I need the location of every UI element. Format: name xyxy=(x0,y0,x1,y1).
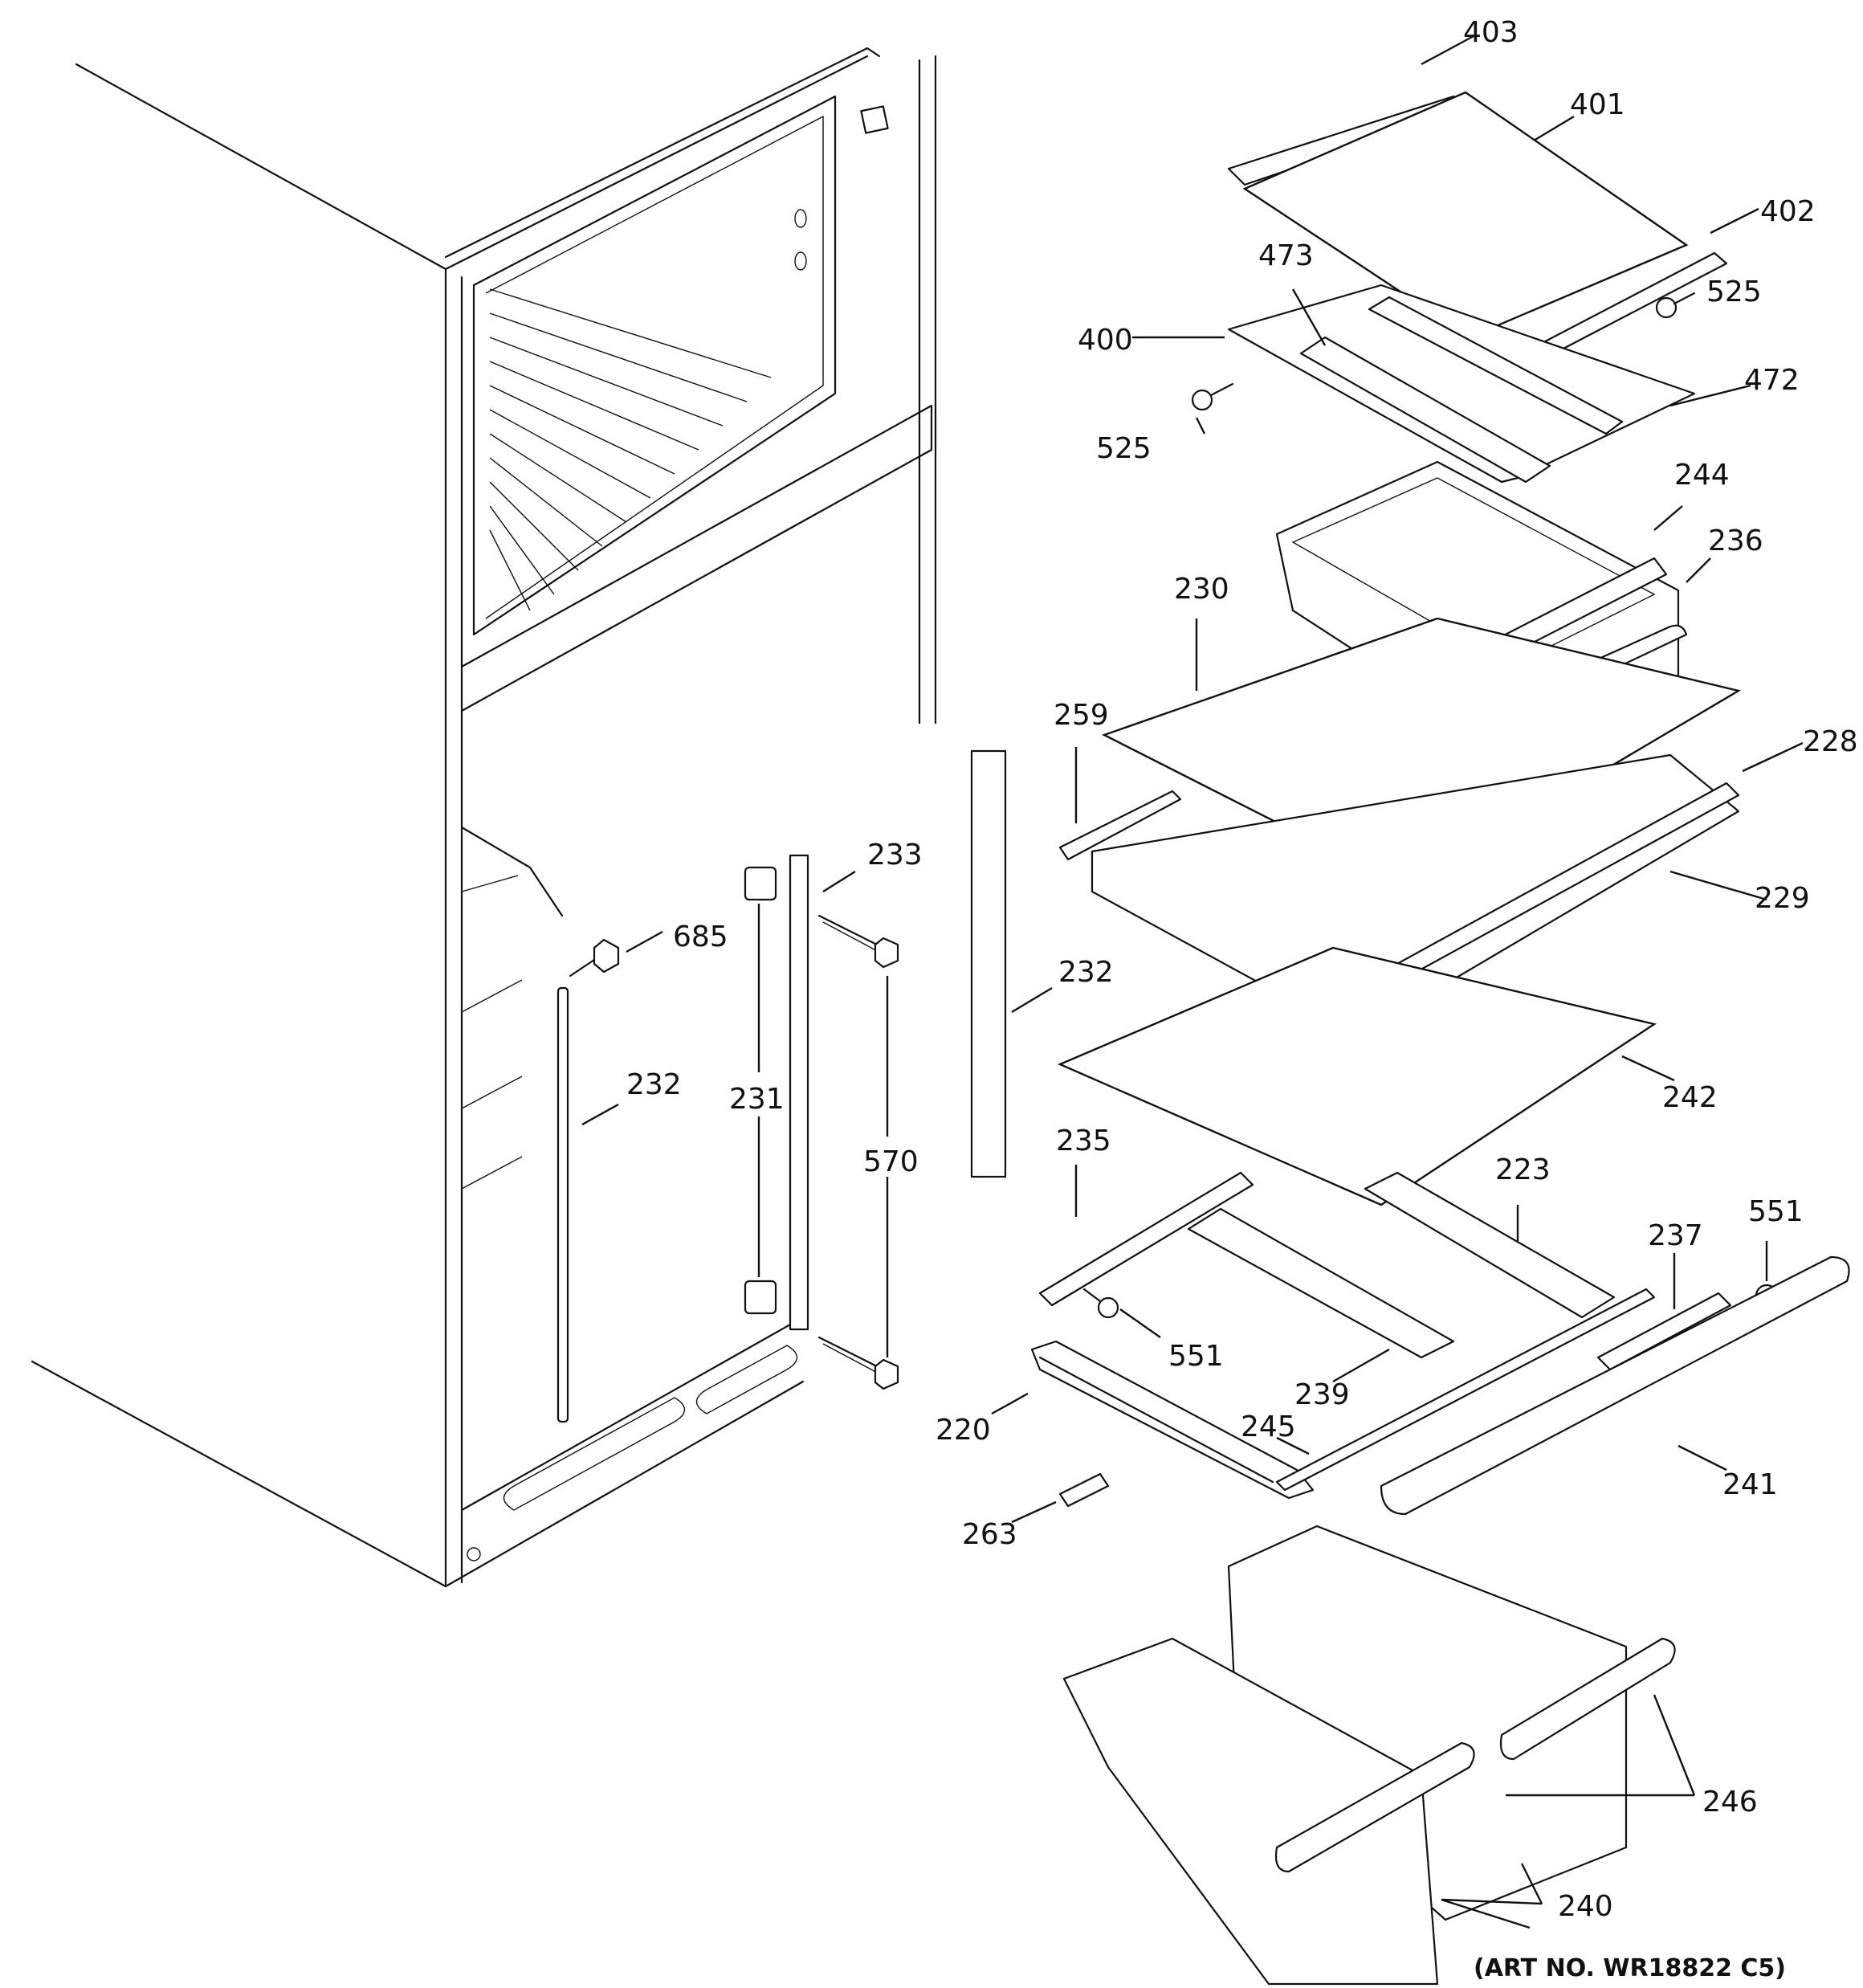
screw-525-right xyxy=(1655,292,1696,319)
refrigerator-cabinet xyxy=(31,47,937,1588)
drawer-cover-241 xyxy=(1380,1255,1850,1516)
callout-402: 402 xyxy=(1760,195,1816,228)
callout-232-right: 232 xyxy=(1058,956,1114,989)
callout-263: 263 xyxy=(962,1518,1017,1551)
rail-472 xyxy=(1368,296,1624,435)
callout-230: 230 xyxy=(1174,573,1229,606)
drawer-handle-246 xyxy=(1499,1637,1676,1761)
frame-220 xyxy=(1030,1340,1315,1500)
trim-263 xyxy=(1058,1472,1110,1508)
rail-223 xyxy=(1364,1171,1616,1319)
callout-525-right: 525 xyxy=(1706,276,1762,308)
top-shelf-assembly xyxy=(1191,91,1728,484)
freezer-ribs xyxy=(489,288,772,611)
callout-231: 231 xyxy=(729,1083,785,1116)
callout-233: 233 xyxy=(867,839,923,872)
callout-241: 241 xyxy=(1722,1468,1778,1501)
callout-239: 239 xyxy=(1294,1378,1350,1411)
callout-labels: 403 401 402 473 525 400 472 525 244 236 … xyxy=(626,16,1858,1923)
art-number: (ART NO. WR18822 C5) xyxy=(1474,1954,1786,1982)
callout-245: 245 xyxy=(1241,1410,1296,1443)
crisper-drawers xyxy=(1062,1255,1850,1986)
callout-403: 403 xyxy=(1463,16,1519,49)
callout-472: 472 xyxy=(1744,364,1800,397)
left-hardware xyxy=(556,749,1007,1423)
callout-223: 223 xyxy=(1495,1153,1551,1186)
callout-240: 240 xyxy=(1558,1890,1613,1923)
shelf-support-233 xyxy=(789,854,809,1331)
callout-235: 235 xyxy=(1056,1125,1111,1157)
callout-244: 244 xyxy=(1674,459,1730,492)
callout-236: 236 xyxy=(1708,525,1763,557)
callout-473: 473 xyxy=(1258,239,1314,272)
screw-685 xyxy=(569,938,620,978)
callout-242: 242 xyxy=(1662,1081,1718,1114)
middle-shelf-assembly xyxy=(1058,617,1742,1038)
callout-400: 400 xyxy=(1078,324,1133,357)
shelf-frame-400 xyxy=(1227,284,1696,484)
shelf-support-232-left xyxy=(556,986,569,1423)
callout-232-left: 232 xyxy=(626,1068,682,1101)
crisper-cover-assembly xyxy=(1030,1171,1779,1508)
callout-237: 237 xyxy=(1648,1219,1703,1252)
callout-246: 246 xyxy=(1702,1786,1758,1819)
callout-570: 570 xyxy=(863,1145,919,1178)
callout-401: 401 xyxy=(1570,88,1625,121)
callout-551-right: 551 xyxy=(1748,1195,1804,1228)
callout-220: 220 xyxy=(936,1414,991,1447)
callout-229: 229 xyxy=(1755,882,1810,915)
callout-259: 259 xyxy=(1054,699,1109,732)
callout-685: 685 xyxy=(673,921,728,953)
rail-239 xyxy=(1187,1207,1455,1359)
glass-shelf-401 xyxy=(1242,91,1689,339)
screw-570-top xyxy=(817,914,899,969)
callout-525-left: 525 xyxy=(1096,432,1152,465)
trim-245 xyxy=(1275,1288,1656,1492)
screw-551-left xyxy=(1082,1288,1119,1319)
screw-525-left xyxy=(1191,382,1234,411)
rail-473 xyxy=(1299,336,1551,484)
screw-570-bottom xyxy=(817,1336,899,1390)
shelf-frame-229 xyxy=(1090,753,1740,1038)
bracket-231-top xyxy=(744,866,777,901)
leader-lines xyxy=(581,35,1804,1929)
trim-237 xyxy=(1596,1292,1732,1371)
crisper-drawer-left xyxy=(1062,1637,1439,1986)
shelf-support-232-right xyxy=(970,749,1007,1178)
bracket-231-bottom xyxy=(744,1280,777,1315)
drawer-handle-240 xyxy=(1274,1741,1475,1873)
callout-228: 228 xyxy=(1803,725,1858,758)
callout-551-left: 551 xyxy=(1168,1340,1224,1373)
trim-259 xyxy=(1058,790,1182,861)
glass-shelf-242 xyxy=(1057,946,1657,1206)
trim-235 xyxy=(1038,1171,1254,1307)
